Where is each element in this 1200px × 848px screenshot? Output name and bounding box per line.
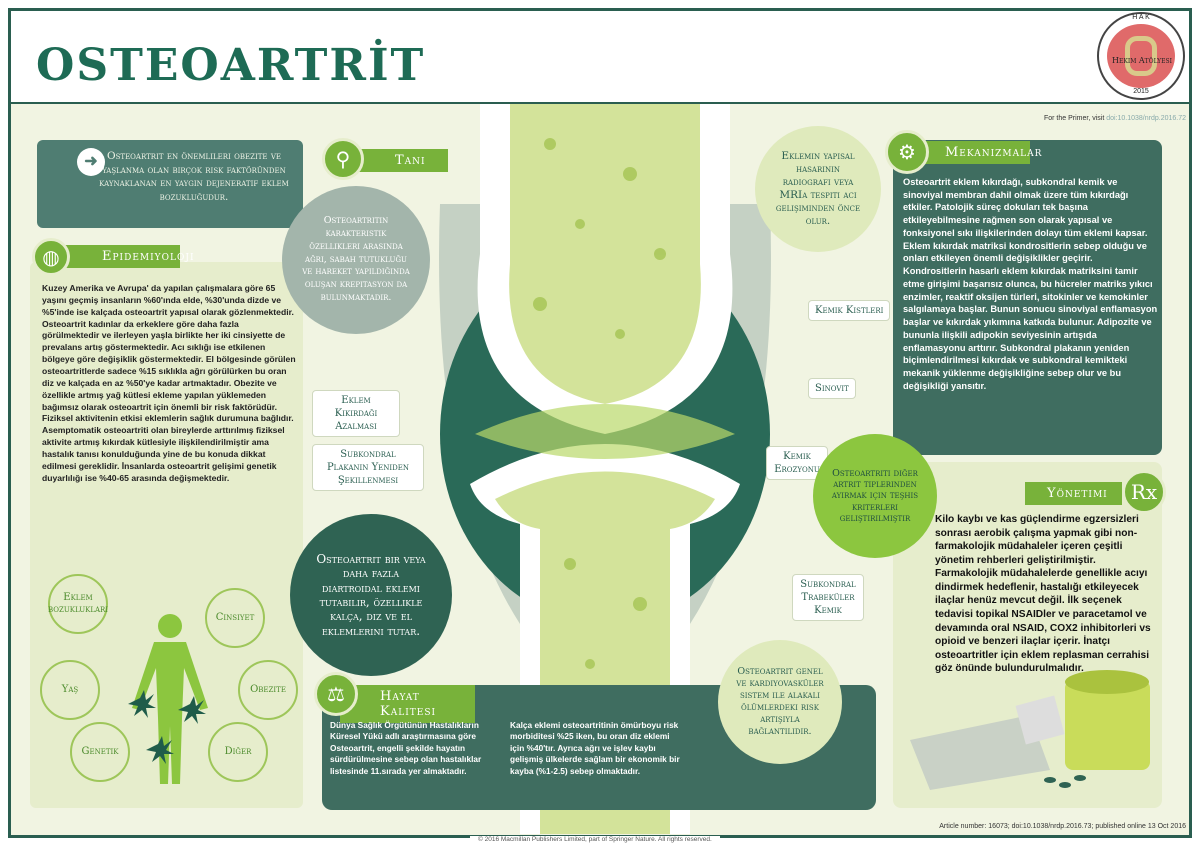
- joints-circle: Osteoartrit bir veya daha fazla diartroi…: [290, 514, 452, 676]
- label-bone-cysts: Kemik Kistleri: [808, 300, 891, 321]
- logo: Hekim Atölyesi H A K 2015: [1097, 12, 1185, 100]
- scales-icon: ⚖: [314, 672, 358, 716]
- page-title: OSTEOARTRİT: [36, 40, 426, 91]
- quality-text-2: Kalça eklemi osteoartritinin ömürboyu ri…: [510, 720, 680, 776]
- radiography-circle: Eklemin yapısal hasarının radiografi vey…: [755, 126, 881, 252]
- logo-knot-icon: [1125, 36, 1157, 76]
- logo-top: H A K: [1132, 14, 1150, 21]
- diagnosis-circle: Osteoartritin karakteristik özellikleri …: [282, 186, 430, 334]
- label-synovitis: Sinovit: [808, 378, 856, 399]
- quality-label: Hayat Kalitesi: [340, 685, 475, 723]
- epidemiology-label: Epidemiyoloji: [62, 245, 194, 268]
- human-figure-icon: [128, 614, 208, 784]
- logo-text: Hekim Atölyesi: [1111, 56, 1172, 65]
- citation-top: For the Primer, visit doi:10.1038/nrdp.2…: [1044, 115, 1186, 122]
- management-text: Kilo kaybı ve kas güçlendirme egzersizle…: [935, 514, 1151, 675]
- doi-link[interactable]: doi:10.1038/nrdp.2016.72: [1106, 115, 1186, 122]
- cartilage: [475, 404, 735, 459]
- mechanisms-panel: [893, 140, 1162, 455]
- epidemiology-text: Kuzey Amerika ve Avrupa' da yapılan çalı…: [42, 283, 296, 483]
- medication-illustration: [910, 670, 1150, 790]
- mechanisms-label: Mekanizmalar: [905, 141, 1041, 164]
- magnifier-icon: ⚲: [322, 138, 364, 180]
- logo-year: 2015: [1133, 88, 1149, 95]
- gears-icon: ⚙: [885, 130, 929, 174]
- header: [11, 11, 1189, 104]
- globe-icon: ◍: [32, 238, 70, 276]
- risk-factor-joint: Eklem bozuklukları: [48, 574, 108, 634]
- arrow-icon: ➜: [77, 148, 105, 176]
- risk-factor-age: Yaş: [40, 660, 100, 720]
- mechanisms-text: Osteoartrit eklem kıkırdağı, subkondral …: [903, 177, 1158, 391]
- rx-icon: Rx: [1122, 470, 1166, 514]
- quality-text-1: Dünya Sağlık Örgütünün Hastalıkların Kür…: [330, 720, 482, 776]
- management-label: Yönetimi: [1025, 482, 1122, 505]
- femur-bone: [509, 104, 701, 404]
- intro-box: ➜ Osteoartrit en önemlileri obezite ve y…: [37, 140, 303, 228]
- citation-bottom: Article number: 16073; doi:10.1038/nrdp.…: [939, 823, 1186, 830]
- label-trabecular-bone: Subkondral Trabeküler Kemik: [792, 574, 864, 621]
- risk-factor-other: Diğer: [208, 722, 268, 782]
- diagnosis-label: Tanı: [355, 149, 448, 172]
- logo-seal-icon: [1107, 24, 1175, 88]
- cardio-circle: Osteoartrit genel ve kardiyovasküler sis…: [718, 640, 842, 764]
- intro-text: Osteoartrit en önemlileri obezite ve yaş…: [99, 150, 289, 203]
- risk-factor-genetics: Genetik: [70, 722, 130, 782]
- label-cartilage-loss: Eklem Kıkırdağı Azalması: [312, 390, 400, 437]
- criteria-circle: Osteoartriti diğer artrit tiplerinden ay…: [813, 434, 937, 558]
- copyright: © 2016 Macmillan Publishers Limited, par…: [470, 836, 720, 843]
- label-subchondral-plate: Subkondral Plakanın Yeniden Şekillenmesi: [312, 444, 424, 491]
- risk-factor-sex: Cinsiyet: [205, 588, 265, 648]
- risk-factor-obesity: Obezite: [238, 660, 298, 720]
- citation-prefix: For the Primer, visit: [1043, 115, 1107, 122]
